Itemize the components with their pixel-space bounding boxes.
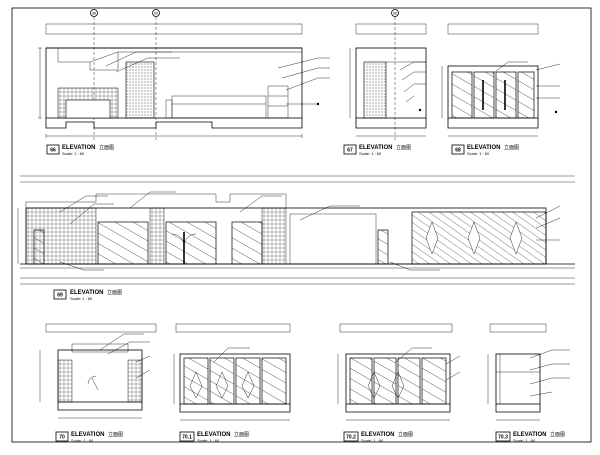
elevation-69: 69 ELEVATION 立面图 Scale: 1 : 60 bbox=[17, 175, 575, 301]
elevation-67: 56 67 ELEVATION 立面图 Scale: 1 : 60 bbox=[343, 9, 427, 156]
view-68-title-cn: 立面图 bbox=[504, 144, 519, 151]
view-67-number: 67 bbox=[347, 148, 353, 154]
view-68-title: ELEVATION bbox=[467, 145, 500, 151]
grid-marker-56-label: 56 bbox=[393, 12, 397, 16]
grid-marker-38 bbox=[90, 9, 98, 17]
grid-marker-39-label: 39 bbox=[154, 12, 158, 16]
view-68-number: 68 bbox=[455, 148, 461, 154]
view-69-number: 69 bbox=[57, 293, 63, 299]
view-70-3-number: 70.3 bbox=[498, 435, 508, 441]
view-66-title-cn: 立面图 bbox=[99, 144, 114, 151]
view-69-title: ELEVATION bbox=[70, 290, 103, 296]
view-69-title-cn: 立面图 bbox=[107, 289, 122, 296]
view-70-2-title: ELEVATION bbox=[361, 432, 394, 438]
view-66-number: 66 bbox=[50, 148, 56, 154]
view-67-scale: Scale: 1 : 60 bbox=[359, 151, 382, 156]
view-70-3-title: ELEVATION bbox=[513, 432, 546, 438]
grid-marker-38-label: 38 bbox=[92, 12, 96, 16]
view-70-3-scale: Scale: 1 : 60 bbox=[513, 438, 536, 443]
view-68-scale: Scale: 1 : 60 bbox=[467, 151, 490, 156]
view-70-1-scale: Scale: 1 : 60 bbox=[197, 438, 220, 443]
view-66-scale: Scale: 1 : 60 bbox=[62, 151, 85, 156]
grid-marker-39 bbox=[152, 9, 160, 17]
view-70-1-title-cn: 立面图 bbox=[234, 431, 249, 438]
view-69-scale: Scale: 1 : 60 bbox=[70, 296, 93, 301]
view-67-title-cn: 立面图 bbox=[396, 144, 411, 151]
elevation-70-3: 70.3 ELEVATION 立面图 Scale: 1 : 60 bbox=[487, 323, 570, 443]
grid-marker-56 bbox=[391, 9, 399, 17]
view-70-2-scale: Scale: 1 : 60 bbox=[361, 438, 384, 443]
elevation-70-2: 70.2 ELEVATION 立面图 Scale: 1 : 60 bbox=[337, 323, 461, 443]
view-70-title: ELEVATION bbox=[71, 432, 104, 438]
view-66-title: ELEVATION bbox=[62, 145, 95, 151]
elevation-70: 70 ELEVATION 立面图 Scale: 1 : 60 bbox=[39, 323, 157, 443]
elevation-66: 38 39 bbox=[38, 9, 330, 156]
view-70-3-title-cn: 立面图 bbox=[550, 431, 565, 438]
sheet-border bbox=[11, 7, 592, 443]
view-67-title: ELEVATION bbox=[359, 145, 392, 151]
view-70-number: 70 bbox=[59, 435, 65, 441]
view-70-2-title-cn: 立面图 bbox=[398, 431, 413, 438]
view-70-title-cn: 立面图 bbox=[108, 431, 123, 438]
view-70-1-number: 70.1 bbox=[182, 435, 192, 441]
view-70-2-number: 70.2 bbox=[346, 435, 356, 441]
view-70-scale: Scale: 1 : 60 bbox=[71, 438, 94, 443]
view-70-1-title: ELEVATION bbox=[197, 432, 230, 438]
elevation-68: 68 ELEVATION 立面图 Scale: 1 : 60 bbox=[441, 23, 561, 156]
elevation-70-1: 70.1 ELEVATION 立面图 Scale: 1 : 60 bbox=[173, 323, 291, 443]
